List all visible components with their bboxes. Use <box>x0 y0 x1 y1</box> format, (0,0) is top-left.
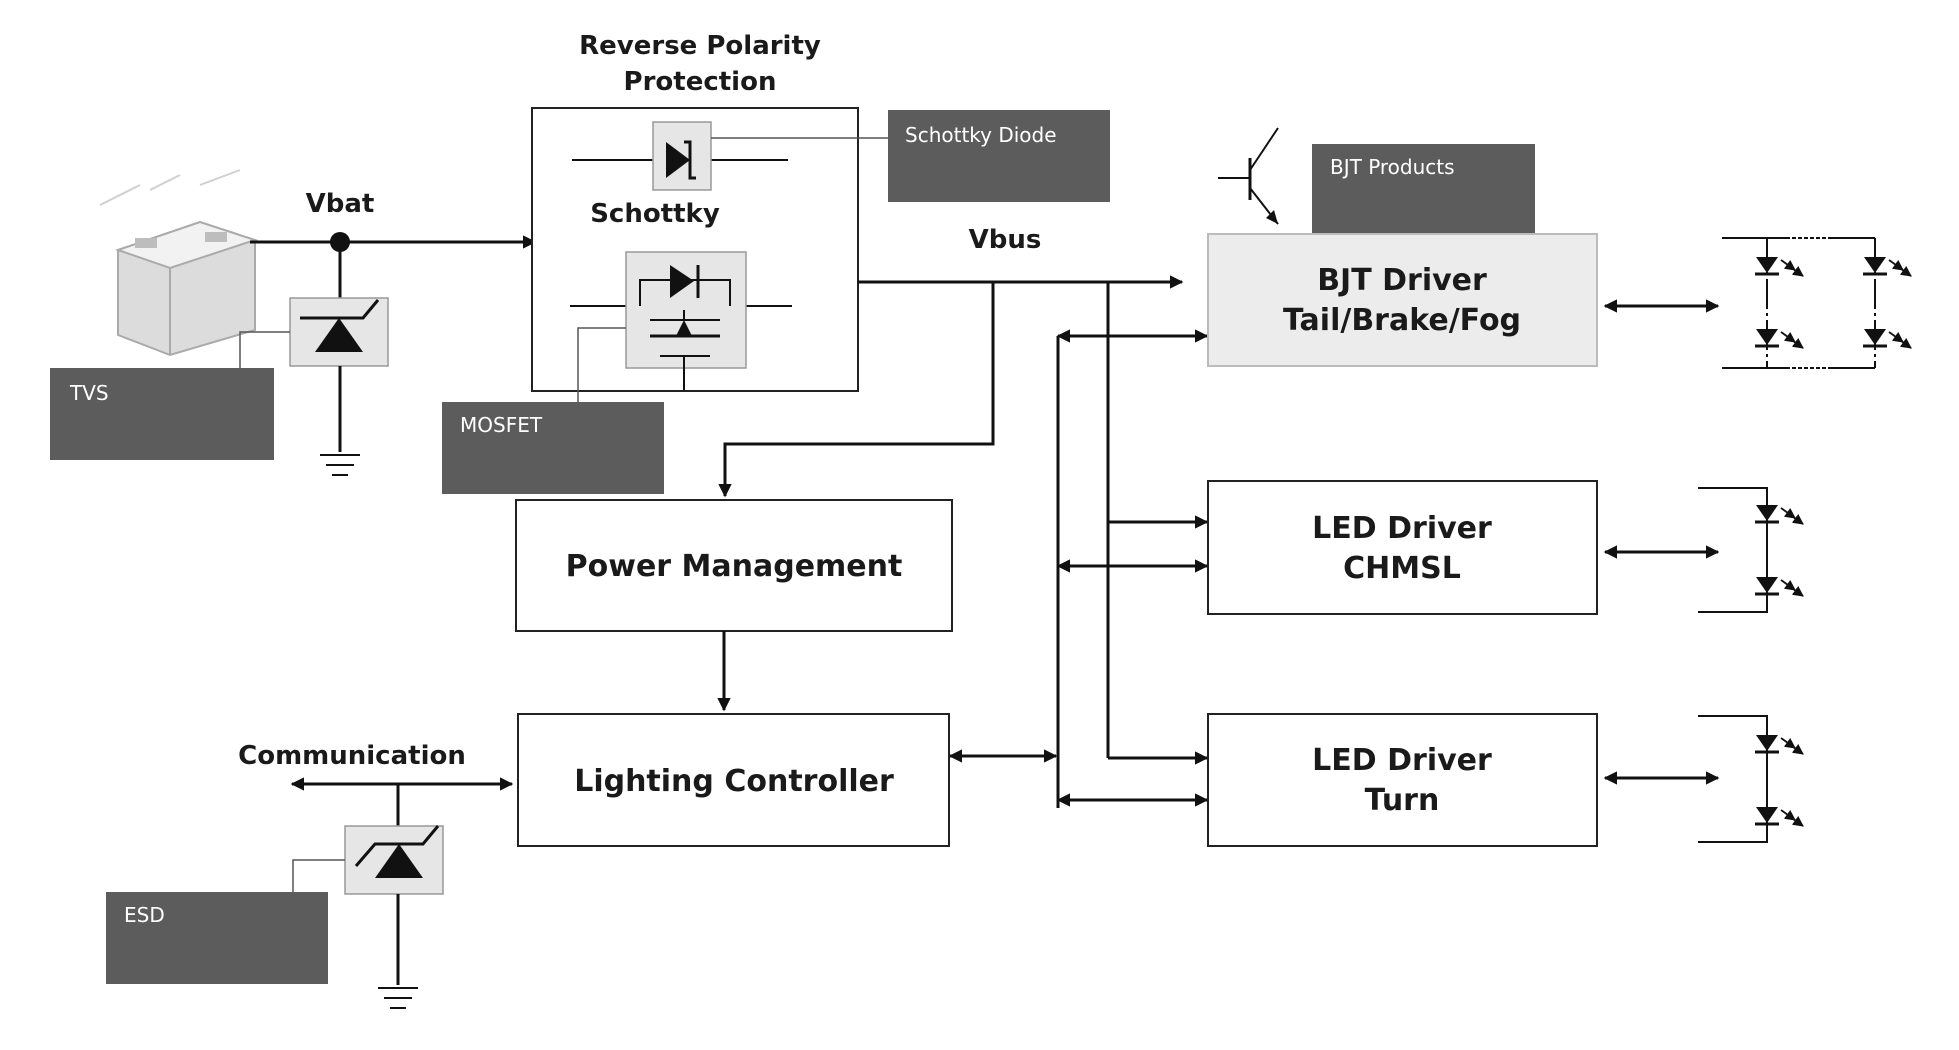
schottky-diode-callout <box>888 110 1110 202</box>
led-icon <box>1863 257 1912 277</box>
led-icon <box>1755 807 1804 827</box>
led-icon <box>1755 329 1804 349</box>
esd-callout-text: ESD <box>124 903 165 927</box>
schottky-diode-callout-text: Schottky Diode <box>905 123 1057 147</box>
schottky-diode-icon <box>652 121 712 191</box>
mosfet-callout-text: MOSFET <box>460 413 543 437</box>
led-icon <box>1755 735 1804 755</box>
mosfet-callout <box>442 402 664 494</box>
vbus-label: Vbus <box>969 225 1042 255</box>
led-icon <box>1755 505 1804 525</box>
led-driver-turn-block <box>1207 713 1598 847</box>
vbat-node <box>330 232 350 252</box>
lighting-controller-block <box>517 713 950 847</box>
mosfet-icon <box>625 251 747 390</box>
tvs-callout-text: TVS <box>69 381 109 405</box>
led-icon <box>1755 257 1804 277</box>
lighting-controller-label: Lighting Controller <box>574 764 894 799</box>
led-icon <box>1755 577 1804 597</box>
led-driver-turn-label-line1: LED Driver <box>1312 743 1492 778</box>
communication-label: Communication <box>238 741 466 771</box>
led-driver-turn-label-line2: Turn <box>1365 783 1440 818</box>
bjt-led-array <box>1722 237 1875 369</box>
bjt-driver-block <box>1207 233 1598 367</box>
esd-diode-icon <box>344 825 444 895</box>
tvs-callout <box>50 368 274 460</box>
power-management-block <box>515 499 953 632</box>
reverse-polarity-title-line1: Reverse Polarity <box>579 31 821 61</box>
bjt-driver-label-line1: BJT Driver <box>1317 263 1487 298</box>
ground-icon <box>320 454 360 476</box>
ground-icon <box>378 987 418 1009</box>
led-driver-chmsl-block <box>1207 480 1598 615</box>
reverse-polarity-title-line2: Protection <box>624 67 777 97</box>
led-driver-chmsl-label-line1: LED Driver <box>1312 511 1492 546</box>
led-icon <box>1863 329 1912 349</box>
bjt-products-callout-text: BJT Products <box>1330 155 1455 179</box>
led-driver-chmsl-label-line2: CHMSL <box>1343 551 1461 586</box>
bjt-driver-label-line2: Tail/Brake/Fog <box>1283 303 1521 338</box>
battery-icon <box>99 169 259 357</box>
power-management-label: Power Management <box>566 549 903 584</box>
schottky-label: Schottky <box>590 199 720 229</box>
bjt-transistor-icon <box>1218 127 1279 225</box>
tvs-diode-icon <box>289 297 389 367</box>
vbat-label: Vbat <box>306 189 375 219</box>
vbus-to-power-management <box>718 282 995 498</box>
esd-callout <box>106 892 328 984</box>
bjt-products-callout <box>1312 144 1535 236</box>
